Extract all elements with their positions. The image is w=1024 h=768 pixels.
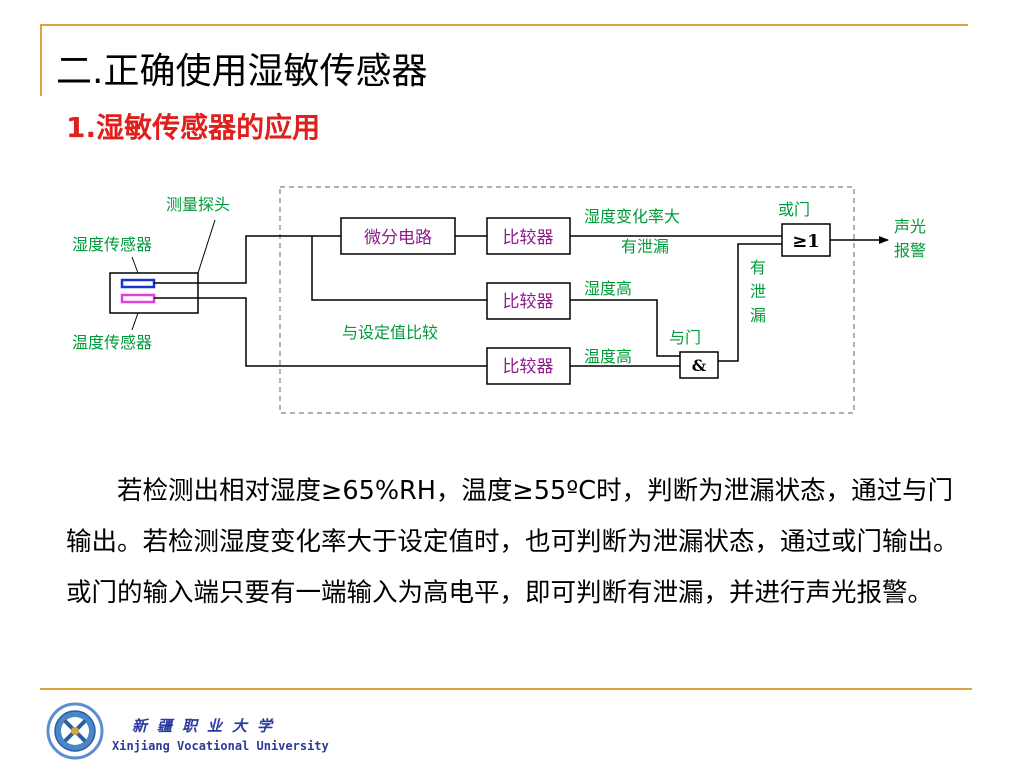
bottom-rule: [40, 688, 972, 690]
humidity-sensor-element: [120, 278, 156, 289]
or-gate: [781, 223, 831, 257]
alarm-label-line2: 报警: [894, 241, 926, 260]
circuit-enclosure: [279, 186, 855, 414]
differentiator-label: 微分电路: [364, 228, 432, 248]
slide-title: 二.正确使用湿敏传感器: [56, 51, 428, 92]
alarm-label-line1: 声光: [894, 217, 926, 236]
probe-label: 测量探头: [166, 195, 230, 214]
humidity-pointer-line: [131, 256, 139, 274]
slide-subtitle: 1.湿敏传感器的应用: [66, 111, 321, 144]
rate-label: 湿度变化率大: [584, 207, 680, 226]
and-gate-symbol: &: [692, 356, 707, 375]
temperature-high-label: 温度高: [584, 347, 632, 366]
comparator-top-block: [486, 217, 571, 255]
humidity-sensor-label: 湿度传感器: [72, 235, 152, 254]
and-gate: [679, 351, 719, 379]
compare-setpoint-label: 与设定值比较: [342, 323, 438, 342]
or-gate-title: 或门: [778, 200, 810, 219]
temperature-pointer-line: [131, 312, 139, 331]
description-paragraph: 若检测出相对湿度≥65%RH，温度≥55ºC时，判断为泄漏状态，通过与门输出。若…: [66, 466, 966, 619]
university-name-en: Xinjiang Vocational University: [112, 739, 329, 753]
probe-box: [109, 272, 199, 314]
comparator-bottom-block: [486, 347, 571, 385]
humidity-high-label: 湿度高: [584, 279, 632, 298]
comparator-mid-label: 比较器: [503, 292, 554, 312]
rate-leak-label: 有泄漏: [621, 237, 669, 256]
and-gate-title: 与门: [669, 328, 701, 347]
left-rule: [40, 24, 42, 96]
top-rule: [40, 24, 968, 26]
probe-pointer-line: [197, 219, 216, 274]
description-text: 若检测出相对湿度≥65%RH，温度≥55ºC时，判断为泄漏状态，通过与门输出。若…: [66, 476, 959, 608]
university-logo: [46, 702, 104, 760]
leak-vertical-char-2: 泄: [750, 282, 766, 301]
leak-vertical-char-1: 有: [750, 258, 766, 277]
comparator-mid-block: [486, 282, 571, 320]
comparator-bottom-label: 比较器: [503, 357, 554, 377]
leak-vertical-char-3: 漏: [750, 306, 766, 325]
differentiator-block: [340, 217, 456, 255]
temperature-sensor-element: [120, 293, 156, 304]
or-gate-symbol: ≥1: [792, 231, 820, 252]
university-name-cn: 新疆职业大学: [132, 717, 283, 735]
comparator-top-label: 比较器: [503, 228, 554, 248]
temperature-sensor-label: 温度传感器: [72, 333, 152, 352]
wires: [154, 235, 782, 367]
